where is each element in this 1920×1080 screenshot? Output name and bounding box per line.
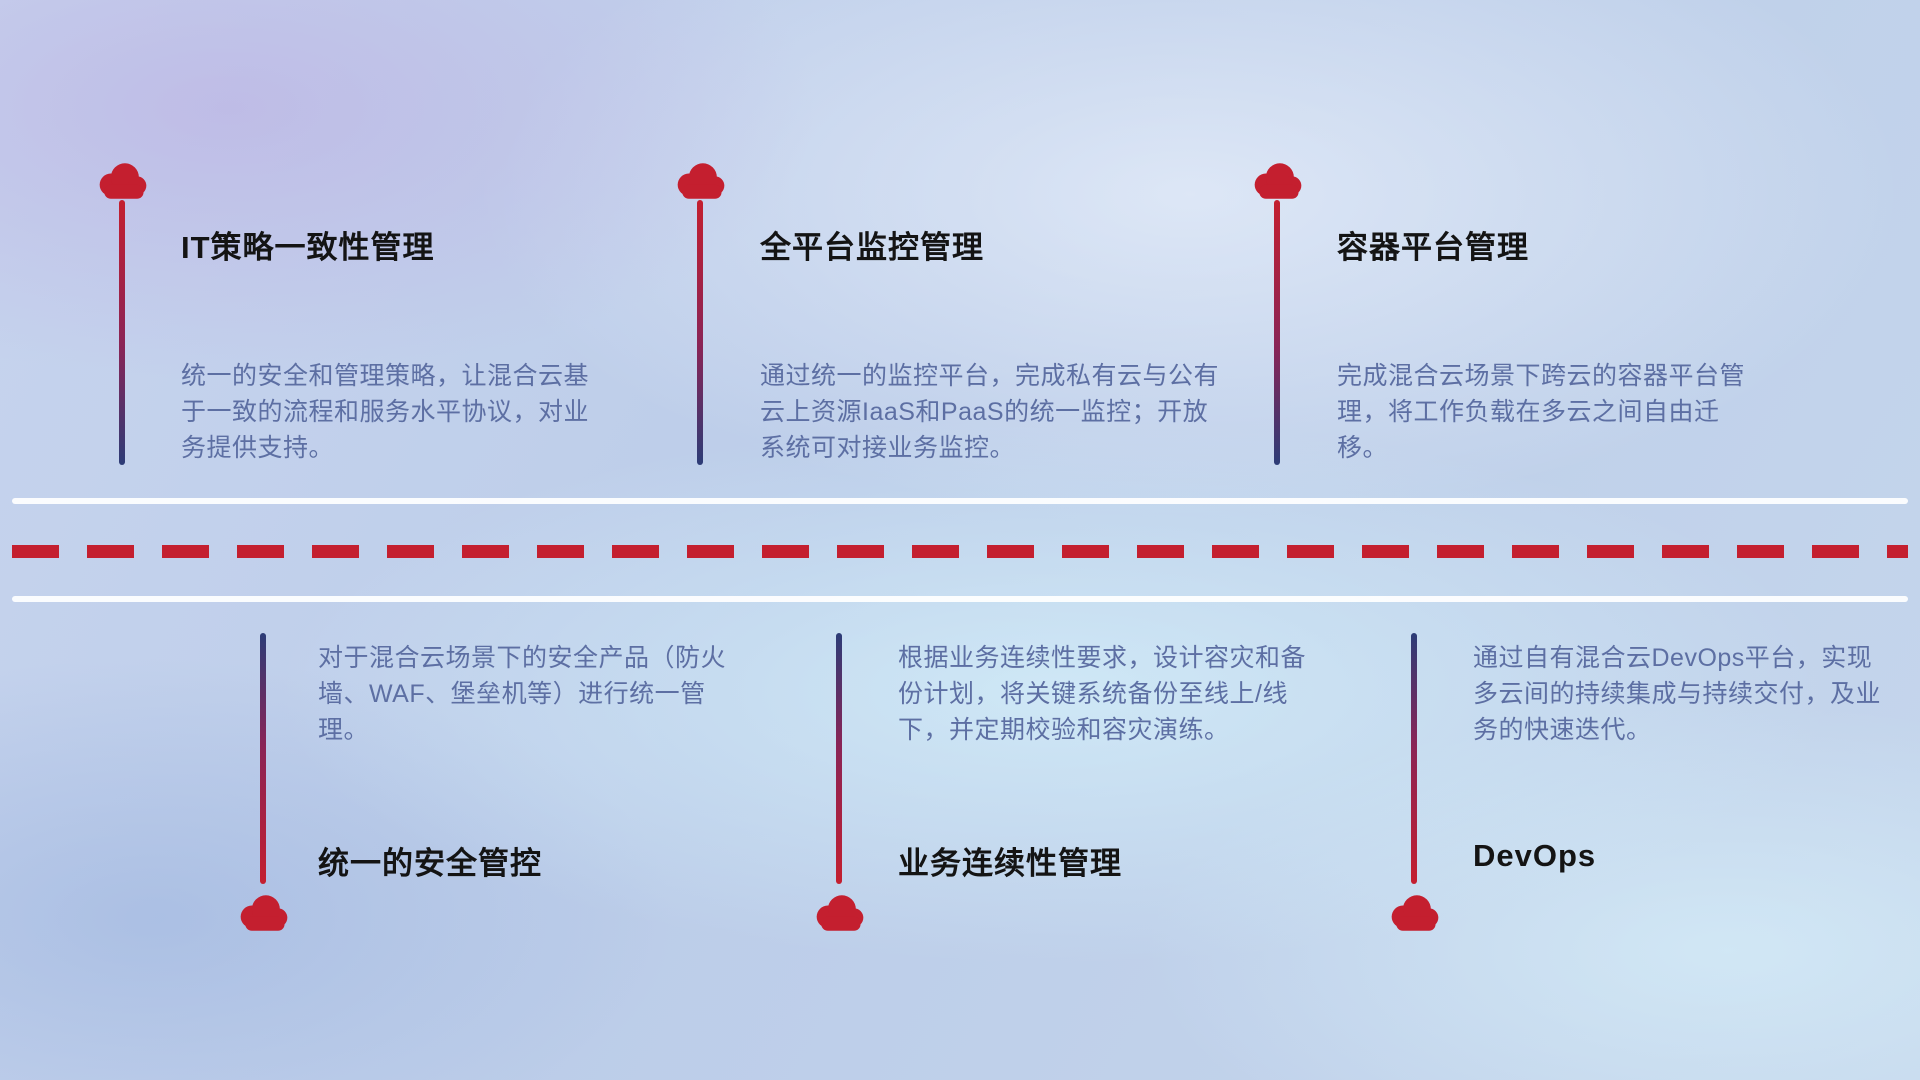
- item-description: 对于混合云场景下的安全产品（防火墙、WAF、堡垒机等）进行统一管理。: [318, 644, 727, 744]
- cloud-icon: [99, 163, 147, 199]
- connector-line: [260, 633, 266, 884]
- item-title: 容器平台管理: [1337, 230, 1529, 265]
- connector-line: [1274, 200, 1280, 465]
- item-title: 统一的安全管控: [318, 846, 542, 881]
- cloud-icon: [677, 163, 725, 199]
- item-description: 通过统一的监控平台，完成私有云与公有云上资源IaaS和PaaS的统一监控；开放系…: [760, 362, 1220, 462]
- item-description: 根据业务连续性要求，设计容灾和备份计划，将关键系统备份至线上/线下，并定期校验和…: [898, 644, 1307, 744]
- connector-line: [1411, 633, 1417, 884]
- item-title: 业务连续性管理: [898, 846, 1122, 881]
- item-description: 通过自有混合云DevOps平台，实现多云间的持续集成与持续交付，及业务的快速迭代…: [1473, 644, 1882, 744]
- road-line-bottom: [12, 596, 1908, 602]
- cloud-icon: [816, 895, 864, 931]
- item-description: 完成混合云场景下跨云的容器平台管理，将工作负载在多云之间自由迁移。: [1337, 362, 1746, 462]
- cloud-icon: [1254, 163, 1302, 199]
- item-title: IT策略一致性管理: [181, 230, 435, 265]
- cloud-icon: [1391, 895, 1439, 931]
- connector-line: [836, 633, 842, 884]
- connector-line: [697, 200, 703, 465]
- road-dashed-line: [12, 545, 1908, 558]
- item-title: DevOps: [1473, 838, 1597, 873]
- cloud-icon: [240, 895, 288, 931]
- connector-line: [119, 200, 125, 465]
- item-description: 统一的安全和管理策略，让混合云基于一致的流程和服务水平协议，对业务提供支持。: [181, 362, 590, 462]
- road-line-top: [12, 498, 1908, 504]
- item-title: 全平台监控管理: [760, 230, 984, 265]
